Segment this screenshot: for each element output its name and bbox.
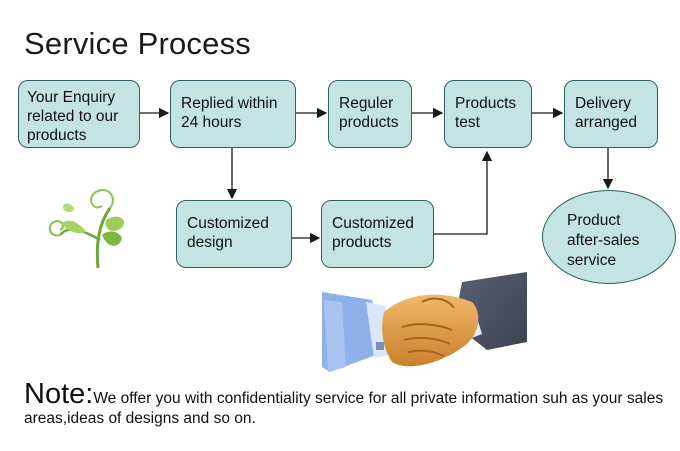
step-customized-products: Customized products xyxy=(321,200,434,268)
step-reguler-label: Reguler products xyxy=(339,95,399,131)
step-delivery-label: Delivery arranged xyxy=(575,95,638,131)
arrow-products-to-test xyxy=(434,150,493,235)
flower-sprout-icon xyxy=(48,189,125,269)
step-delivery: Delivery arranged xyxy=(564,80,658,148)
handshake-icon xyxy=(322,272,527,372)
step-replied-label: Replied within 24 hours xyxy=(181,95,278,131)
step-design-label: Customized design xyxy=(187,215,269,251)
note-text: We offer you with confidentiality servic… xyxy=(24,390,664,427)
step-test-label: Products test xyxy=(455,95,517,131)
step-after-sales: Product after-sales service xyxy=(542,190,676,284)
page-title: Service Process xyxy=(24,26,251,61)
step-reguler: Reguler products xyxy=(328,80,412,148)
step-customized-design: Customized design xyxy=(176,200,292,268)
step-custom-products-label: Customized products xyxy=(332,215,414,251)
step-replied: Replied within 24 hours xyxy=(170,80,296,148)
note-label: Note: xyxy=(24,378,94,410)
step-enquiry-label: Your Enquiry related to our products xyxy=(27,89,119,144)
step-products-test: Products test xyxy=(444,80,532,148)
step-after-sales-label: Product after-sales service xyxy=(567,212,640,269)
step-enquiry: Your Enquiry related to our products xyxy=(18,80,140,148)
note: Note:We offer you with confidentiality s… xyxy=(24,380,664,429)
